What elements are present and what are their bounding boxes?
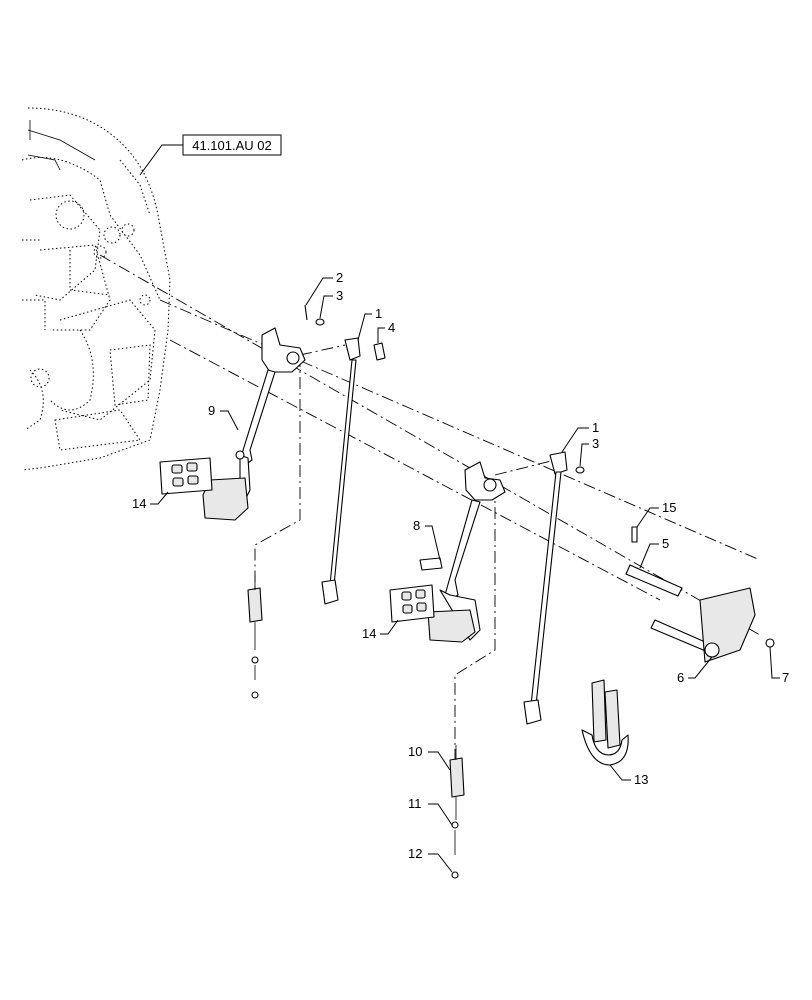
callout-2-label: 2 (336, 270, 343, 285)
callout-14a-label: 14 (132, 496, 146, 511)
washer-left (315, 318, 325, 326)
callout-1a[interactable]: 1 (357, 306, 382, 341)
right-brake-pedal (419, 461, 506, 643)
cross-shaft (625, 564, 756, 663)
callout-4[interactable]: 4 (377, 320, 395, 343)
callout-14b[interactable]: 14 (362, 619, 399, 641)
right-return-spring (449, 745, 465, 879)
callout-8-label: 8 (413, 518, 420, 533)
callout-6[interactable]: 6 (677, 656, 713, 685)
callout-15[interactable]: 15 (636, 500, 676, 528)
callout-3b-label: 3 (592, 436, 599, 451)
callout-15-label: 15 (662, 500, 676, 515)
callout-1b[interactable]: 1 (561, 420, 599, 453)
boot-bellows (581, 679, 629, 766)
assembly-axes (99, 254, 761, 760)
bolt (765, 638, 775, 648)
roll-pin (631, 526, 638, 543)
chassis-outline (21, 107, 171, 471)
right-brake-rod (523, 451, 568, 725)
pivot-pin (373, 342, 386, 361)
callout-3a[interactable]: 3 (319, 288, 343, 319)
callout-12-label: 12 (408, 846, 422, 861)
reference-label: 41.101.AU 02 (192, 138, 272, 153)
left-brake-pedal (202, 327, 306, 521)
right-pedal-pad (389, 584, 435, 623)
callout-1b-label: 1 (592, 420, 599, 435)
callout-13-label: 13 (634, 772, 648, 787)
left-return-spring (247, 575, 263, 699)
callout-1a-label: 1 (375, 306, 382, 321)
callout-14a[interactable]: 14 (132, 491, 169, 511)
callout-7[interactable]: 7 (769, 646, 789, 685)
callout-10[interactable]: 10 (408, 744, 451, 771)
callout-11[interactable]: 11 (408, 796, 453, 826)
callout-3a-label: 3 (336, 288, 343, 303)
washer-right (575, 466, 585, 474)
callout-11-label: 11 (408, 796, 422, 811)
callout-14b-label: 14 (362, 626, 376, 641)
callout-9-label: 9 (208, 403, 215, 418)
callout-8[interactable]: 8 (413, 518, 441, 561)
callout-4-label: 4 (388, 320, 395, 335)
left-pedal-pad (159, 457, 213, 495)
callout-9[interactable]: 9 (208, 403, 239, 431)
callout-5-label: 5 (662, 536, 669, 551)
callout-12[interactable]: 12 (408, 846, 453, 873)
left-brake-rod (321, 337, 361, 605)
callout-7-label: 7 (782, 670, 789, 685)
clip-pin (304, 304, 308, 321)
callout-13[interactable]: 13 (609, 764, 648, 787)
callout-3b[interactable]: 3 (579, 436, 599, 467)
callout-10-label: 10 (408, 744, 422, 759)
callout-5[interactable]: 5 (639, 536, 669, 569)
callout-2[interactable]: 2 (305, 270, 343, 306)
reference-tag[interactable]: 41.101.AU 02 (139, 134, 282, 176)
callout-6-label: 6 (677, 670, 684, 685)
